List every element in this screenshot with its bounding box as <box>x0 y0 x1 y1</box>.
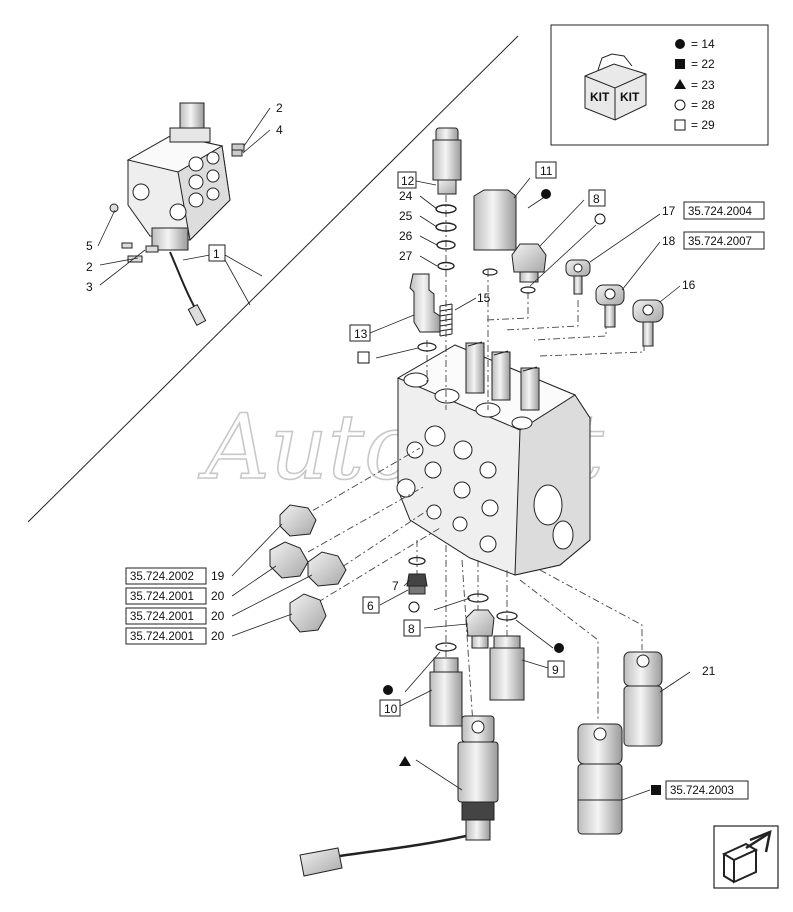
callout-box-8-top-group: 8 <box>588 189 606 207</box>
ref-box-17: 35.724.2004 <box>683 201 765 220</box>
ref-35-724-2007: 35.724.2007 <box>688 236 752 248</box>
cartridge-12 <box>432 127 462 195</box>
legend-item-22: = 22 <box>691 57 715 71</box>
side-plugs-19-20 <box>269 504 347 633</box>
callout-5: 5 <box>86 239 93 253</box>
filled-circle-icon <box>554 643 564 653</box>
next-page-arrow-icon[interactable] <box>713 825 779 889</box>
kit-label-right: KIT <box>620 90 640 104</box>
callout-27: 27 <box>399 249 413 263</box>
ref-box-20b: 35.724.2001 <box>125 607 207 625</box>
callout-leaders <box>231 177 691 801</box>
kit-icon: KIT KIT <box>584 53 647 121</box>
divider-line <box>27 35 519 523</box>
callout-17: 17 <box>662 204 676 218</box>
ref-box-20a: 35.724.2001 <box>125 587 207 605</box>
o-ring-lower <box>435 593 518 652</box>
ref-35-724-2004: 35.724.2004 <box>688 206 753 218</box>
part-7-plug <box>406 556 428 595</box>
callout-8-lower: 8 <box>408 622 415 636</box>
callout-21: 21 <box>702 664 716 678</box>
o-rings-24-27 <box>435 204 457 271</box>
callout-box-11-group: 11 <box>535 161 557 179</box>
callout-7: 7 <box>392 579 399 593</box>
callout-13: 13 <box>354 327 368 341</box>
cartridge-10 <box>429 657 463 727</box>
filled-triangle-icon <box>399 756 411 766</box>
ref-35-724-2002: 35.724.2002 <box>130 571 194 583</box>
ref-box-18: 35.724.2007 <box>683 231 765 250</box>
filled-square-icon <box>675 59 685 69</box>
cartridge-9 <box>489 635 525 701</box>
callout-11: 11 <box>540 164 553 178</box>
spring-15 <box>439 303 453 337</box>
callout-box-6-group: 6 <box>362 596 380 614</box>
plug-8-lower <box>465 609 495 649</box>
legend-item-29: = 29 <box>691 118 715 132</box>
overview-callouts <box>97 107 271 306</box>
callout-2-top: 2 <box>276 101 283 115</box>
solenoid-coils-21 <box>577 651 663 835</box>
kit-label-left: KIT <box>590 90 610 104</box>
callout-2-lower: 2 <box>86 260 93 274</box>
open-square-icon <box>674 119 686 131</box>
solenoid-23 <box>299 715 499 877</box>
legend-item-14: = 14 <box>691 37 715 51</box>
main-valve-body <box>396 341 591 576</box>
ref-35-724-2001: 35.724.2001 <box>130 631 194 643</box>
ref-35-724-2001: 35.724.2001 <box>130 591 194 603</box>
callout-10: 10 <box>384 702 398 716</box>
callout-box-10-group: 10 <box>379 699 401 717</box>
callout-16: 16 <box>682 278 696 292</box>
open-square-icon <box>357 351 370 364</box>
fittings-16-17-18 <box>565 259 664 347</box>
cartridge-13 <box>409 273 441 352</box>
valve-assembly-overview <box>109 102 245 326</box>
callout-4: 4 <box>276 123 283 137</box>
callout-3: 3 <box>86 280 93 294</box>
callout-24: 24 <box>399 189 413 203</box>
open-circle-icon <box>674 99 686 111</box>
filled-square-icon <box>651 785 661 795</box>
callout-box-1 <box>208 244 226 262</box>
open-circle-icon <box>594 213 606 225</box>
filled-circle-icon <box>541 189 551 199</box>
callout-20: 20 <box>211 589 225 603</box>
callout-19: 19 <box>211 569 225 583</box>
callout-9: 9 <box>552 663 559 677</box>
assembly-centerlines <box>299 180 645 741</box>
callout-box-9-group: 9 <box>547 660 565 678</box>
callout-18: 18 <box>662 234 676 248</box>
callout-20: 20 <box>211 629 225 643</box>
legend-item-23: = 23 <box>691 78 715 92</box>
kit-legend: KIT KIT = 14 = 22 = 23 = 28 = 29 <box>550 24 769 146</box>
callout-15: 15 <box>477 291 491 305</box>
ref-box-bottom: 35.724.2003 <box>665 780 749 800</box>
callout-8-top: 8 <box>593 192 600 206</box>
filled-triangle-icon <box>674 79 686 89</box>
filled-circle-icon <box>383 685 393 695</box>
callout-6: 6 <box>367 599 374 613</box>
callout-1: 1 <box>213 247 220 261</box>
legend-item-28: = 28 <box>691 98 715 112</box>
callout-box-8-lower-group: 8 <box>403 619 421 637</box>
ref-box-19: 35.724.2002 <box>125 567 207 585</box>
ref-35-724-2001: 35.724.2001 <box>130 611 194 623</box>
relief-valve-11 <box>473 189 517 276</box>
callout-20: 20 <box>211 609 225 623</box>
ref-box-20c: 35.724.2001 <box>125 627 207 645</box>
ref-35-724-2003: 35.724.2003 <box>670 785 734 797</box>
callout-25: 25 <box>399 209 413 223</box>
callout-26: 26 <box>399 229 413 243</box>
callout-box-12-group: 12 <box>397 171 417 189</box>
callout-12: 12 <box>401 174 415 188</box>
filled-circle-icon <box>675 39 685 49</box>
open-circle-icon <box>408 601 420 613</box>
callout-box-13-group: 13 <box>349 324 371 342</box>
plug-8-top <box>511 243 547 294</box>
